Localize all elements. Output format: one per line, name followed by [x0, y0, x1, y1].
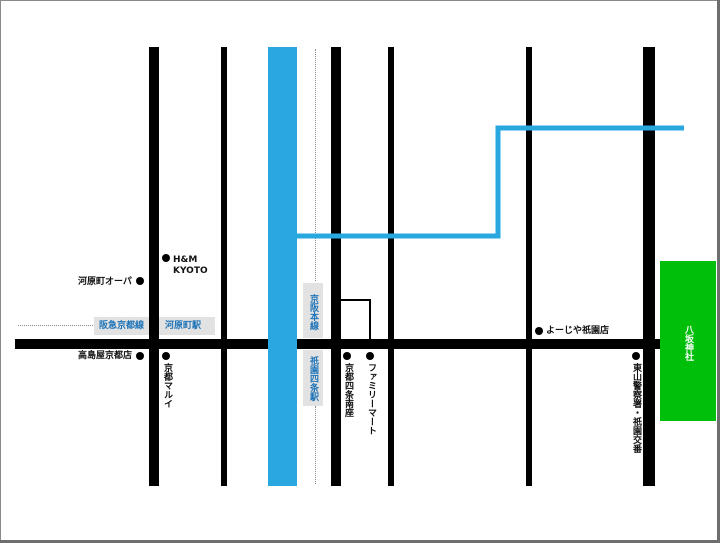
- takashimaya-dot: [136, 352, 144, 360]
- street-kiyamachi: [221, 47, 227, 486]
- kamogawa-river: [268, 47, 297, 486]
- higashiyama-dot: [632, 352, 640, 360]
- yojiya-dot: [535, 327, 543, 335]
- street-kawabata: [331, 47, 341, 486]
- keihan-dotted-line-top: [315, 49, 316, 281]
- keihan-dotted-line-bottom: [315, 406, 316, 484]
- hankyu-dotted-line: [18, 325, 93, 326]
- gion-shijo-station-tag: [303, 350, 323, 406]
- kyoto-marui-dot: [162, 352, 170, 360]
- yasaka-shrine-block: [660, 261, 716, 421]
- yojiya-label: よーじや祇園店: [546, 326, 610, 336]
- kawaramachi-station-label: 河原町駅: [165, 321, 202, 331]
- hm-dot: [162, 254, 170, 262]
- familymart-label: ファミリーマート: [366, 363, 376, 435]
- gion-shijo-station-label: 祇園四条駅: [308, 356, 318, 401]
- hm-city-label: KYOTO: [173, 266, 208, 276]
- kyoto-marui-label: 京都マルイ: [162, 363, 172, 408]
- alley-outline: [341, 299, 371, 339]
- street-hanamikoji-east: [526, 47, 532, 486]
- street-higashioji: [643, 47, 655, 486]
- hm-label: H&M: [173, 255, 198, 265]
- minamiza-label: 京都四条南座: [343, 363, 353, 417]
- keihan-line-label: 京阪本線: [308, 294, 318, 330]
- page-bottom-edge: [0, 540, 720, 543]
- familymart-dot: [366, 352, 374, 360]
- minamiza-dot: [343, 352, 351, 360]
- street-hanamikoji-west: [388, 47, 394, 486]
- hankyu-line-label: 阪急京都線: [99, 321, 145, 331]
- higashiyama-label: 東山警察署・祇園交番: [631, 363, 641, 453]
- page-right-edge: [717, 0, 720, 543]
- keihan-line-tag: [303, 283, 323, 338]
- street-kawaramachi: [149, 47, 159, 486]
- kawaramachi-opa-dot: [136, 277, 144, 285]
- hankyu-line-tag: [94, 317, 149, 335]
- takashimaya-label: 高島屋京都店: [78, 351, 133, 361]
- kawaramachi-opa-label: 河原町オーパ: [78, 277, 132, 287]
- kawaramachi-station-tag: [159, 317, 215, 335]
- shirakawa-canal: [297, 125, 684, 239]
- yasaka-shrine-label: 八坂神社: [683, 325, 693, 361]
